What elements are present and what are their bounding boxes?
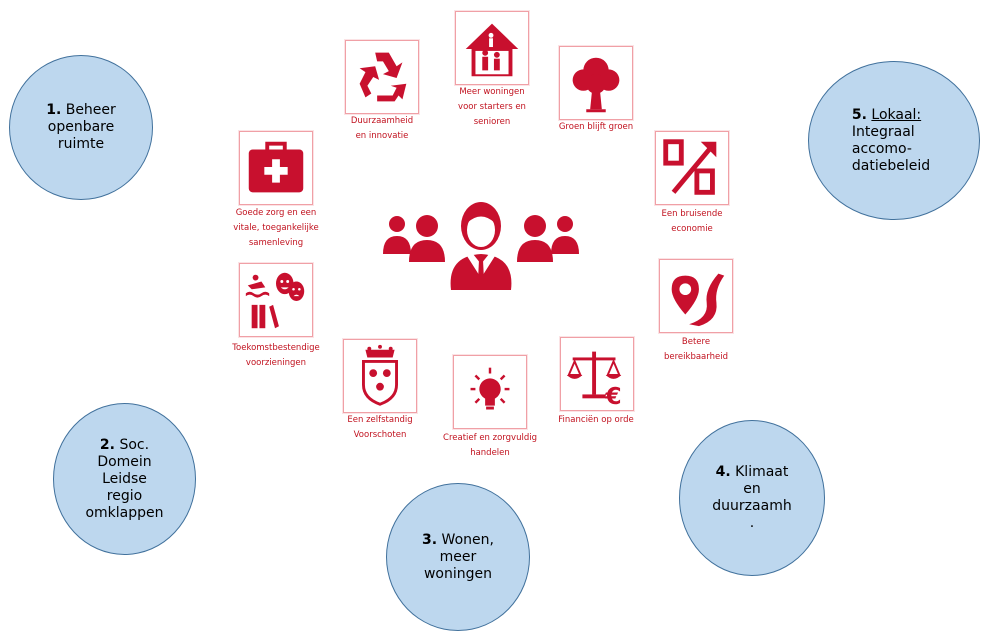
ellipse-line: woningen [423, 565, 492, 582]
caption-line: vitale, toegankelijke [233, 223, 319, 233]
scales-euro-icon: € [566, 351, 622, 410]
caption-line: Voorschoten [353, 430, 407, 440]
first-aid-kit-icon [248, 141, 304, 193]
ellipse-number: 4. [715, 464, 731, 480]
svg-text:€: € [604, 382, 621, 410]
tree-icon [572, 57, 620, 113]
caption-line: Een bruisende [661, 209, 723, 219]
caption-line: Financiën op orde [558, 415, 634, 425]
ellipse-line: regio [106, 487, 143, 504]
caption-finance: Financiën op orde [541, 413, 651, 428]
caption-economy: Een bruisende economie [637, 207, 747, 237]
tile-economy [655, 131, 729, 205]
caption-line: voor starters en [458, 102, 526, 112]
caption-accessibility: Betere bereikbaarheid [641, 335, 751, 365]
caption-facilities: Toekomstbestendige voorzieningen [206, 341, 346, 371]
percent-icon [663, 139, 717, 195]
caption-line: Meer woningen [459, 87, 525, 97]
caption-care: Goede zorg en een vitale, toegankelijke sa… [206, 206, 346, 251]
ellipse-line: . [749, 515, 755, 531]
caption-creative: Creatief en zorgvuldig handelen [420, 431, 560, 461]
ellipse-number: 5. [851, 106, 867, 123]
caption-housing: Meer woningen voor starters en senioren [422, 85, 562, 130]
ellipse-line: datiebeleid [851, 157, 931, 174]
ellipse-line: Leidse [102, 470, 147, 487]
caption-line: Duurzaamheid [350, 116, 414, 126]
ellipse-number: 3. [422, 531, 438, 548]
tile-green [559, 46, 633, 120]
caption-sustainability: Duurzaamheid en innovatie [322, 114, 442, 144]
ellipse-line: accomo- [851, 140, 912, 157]
tile-finance: € [560, 337, 634, 411]
ellipse-underlined: Lokaal: [871, 106, 922, 123]
lightbulb-icon [470, 367, 510, 410]
swim-theatre-books-icon [245, 272, 305, 329]
caption-line: Een zelfstandig [347, 415, 413, 425]
caption-line: voorzieningen [245, 358, 307, 368]
ellipse-line: Soc. [119, 436, 150, 453]
caption-line: Creatief en zorgvuldig [443, 433, 537, 443]
caption-line: senioren [473, 117, 511, 127]
recycle-icon [359, 52, 407, 102]
ellipse-line: ruimte [57, 136, 105, 152]
ellipse-line: en [743, 481, 761, 497]
ellipse-number: 2. [99, 436, 115, 453]
ellipse-line: Wonen, [441, 531, 494, 548]
caption-line: Goede zorg en een [235, 208, 317, 218]
ellipse-number: 1. [46, 102, 62, 118]
map-pin-road-icon [671, 273, 725, 327]
ellipse-line: omklappen [85, 504, 164, 521]
ellipse-line: duurzaamh [712, 498, 792, 514]
ellipse-line: Beheer [65, 102, 116, 118]
crest-icon [362, 344, 398, 406]
tile-creative [453, 355, 527, 429]
ellipse-line: Integraal [851, 123, 915, 140]
ellipse-line: Domein [97, 453, 152, 470]
ellipse-line: Klimaat [735, 464, 789, 480]
tile-independent [343, 339, 417, 413]
caption-line: handelen [470, 448, 510, 458]
caption-line: economie [671, 224, 713, 234]
tile-sustainability [345, 40, 419, 114]
caption-line: Toekomstbestendige [232, 343, 320, 353]
tile-care [239, 131, 313, 205]
people-group-icon [381, 196, 581, 292]
caption-line: bereikbaarheid [664, 352, 728, 362]
caption-line: Betere [681, 337, 711, 347]
tile-facilities [239, 263, 313, 337]
house-family-icon [465, 23, 519, 77]
tile-accessibility [659, 259, 733, 333]
tile-housing [455, 11, 529, 85]
ellipse-line: openbare [47, 119, 115, 135]
caption-line: samenleving [248, 238, 304, 248]
caption-line: en innovatie [355, 131, 409, 141]
caption-line: Groen blijft groen [558, 122, 634, 132]
ellipse-line: meer [439, 548, 477, 565]
caption-green: Groen blijft groen [541, 120, 651, 135]
